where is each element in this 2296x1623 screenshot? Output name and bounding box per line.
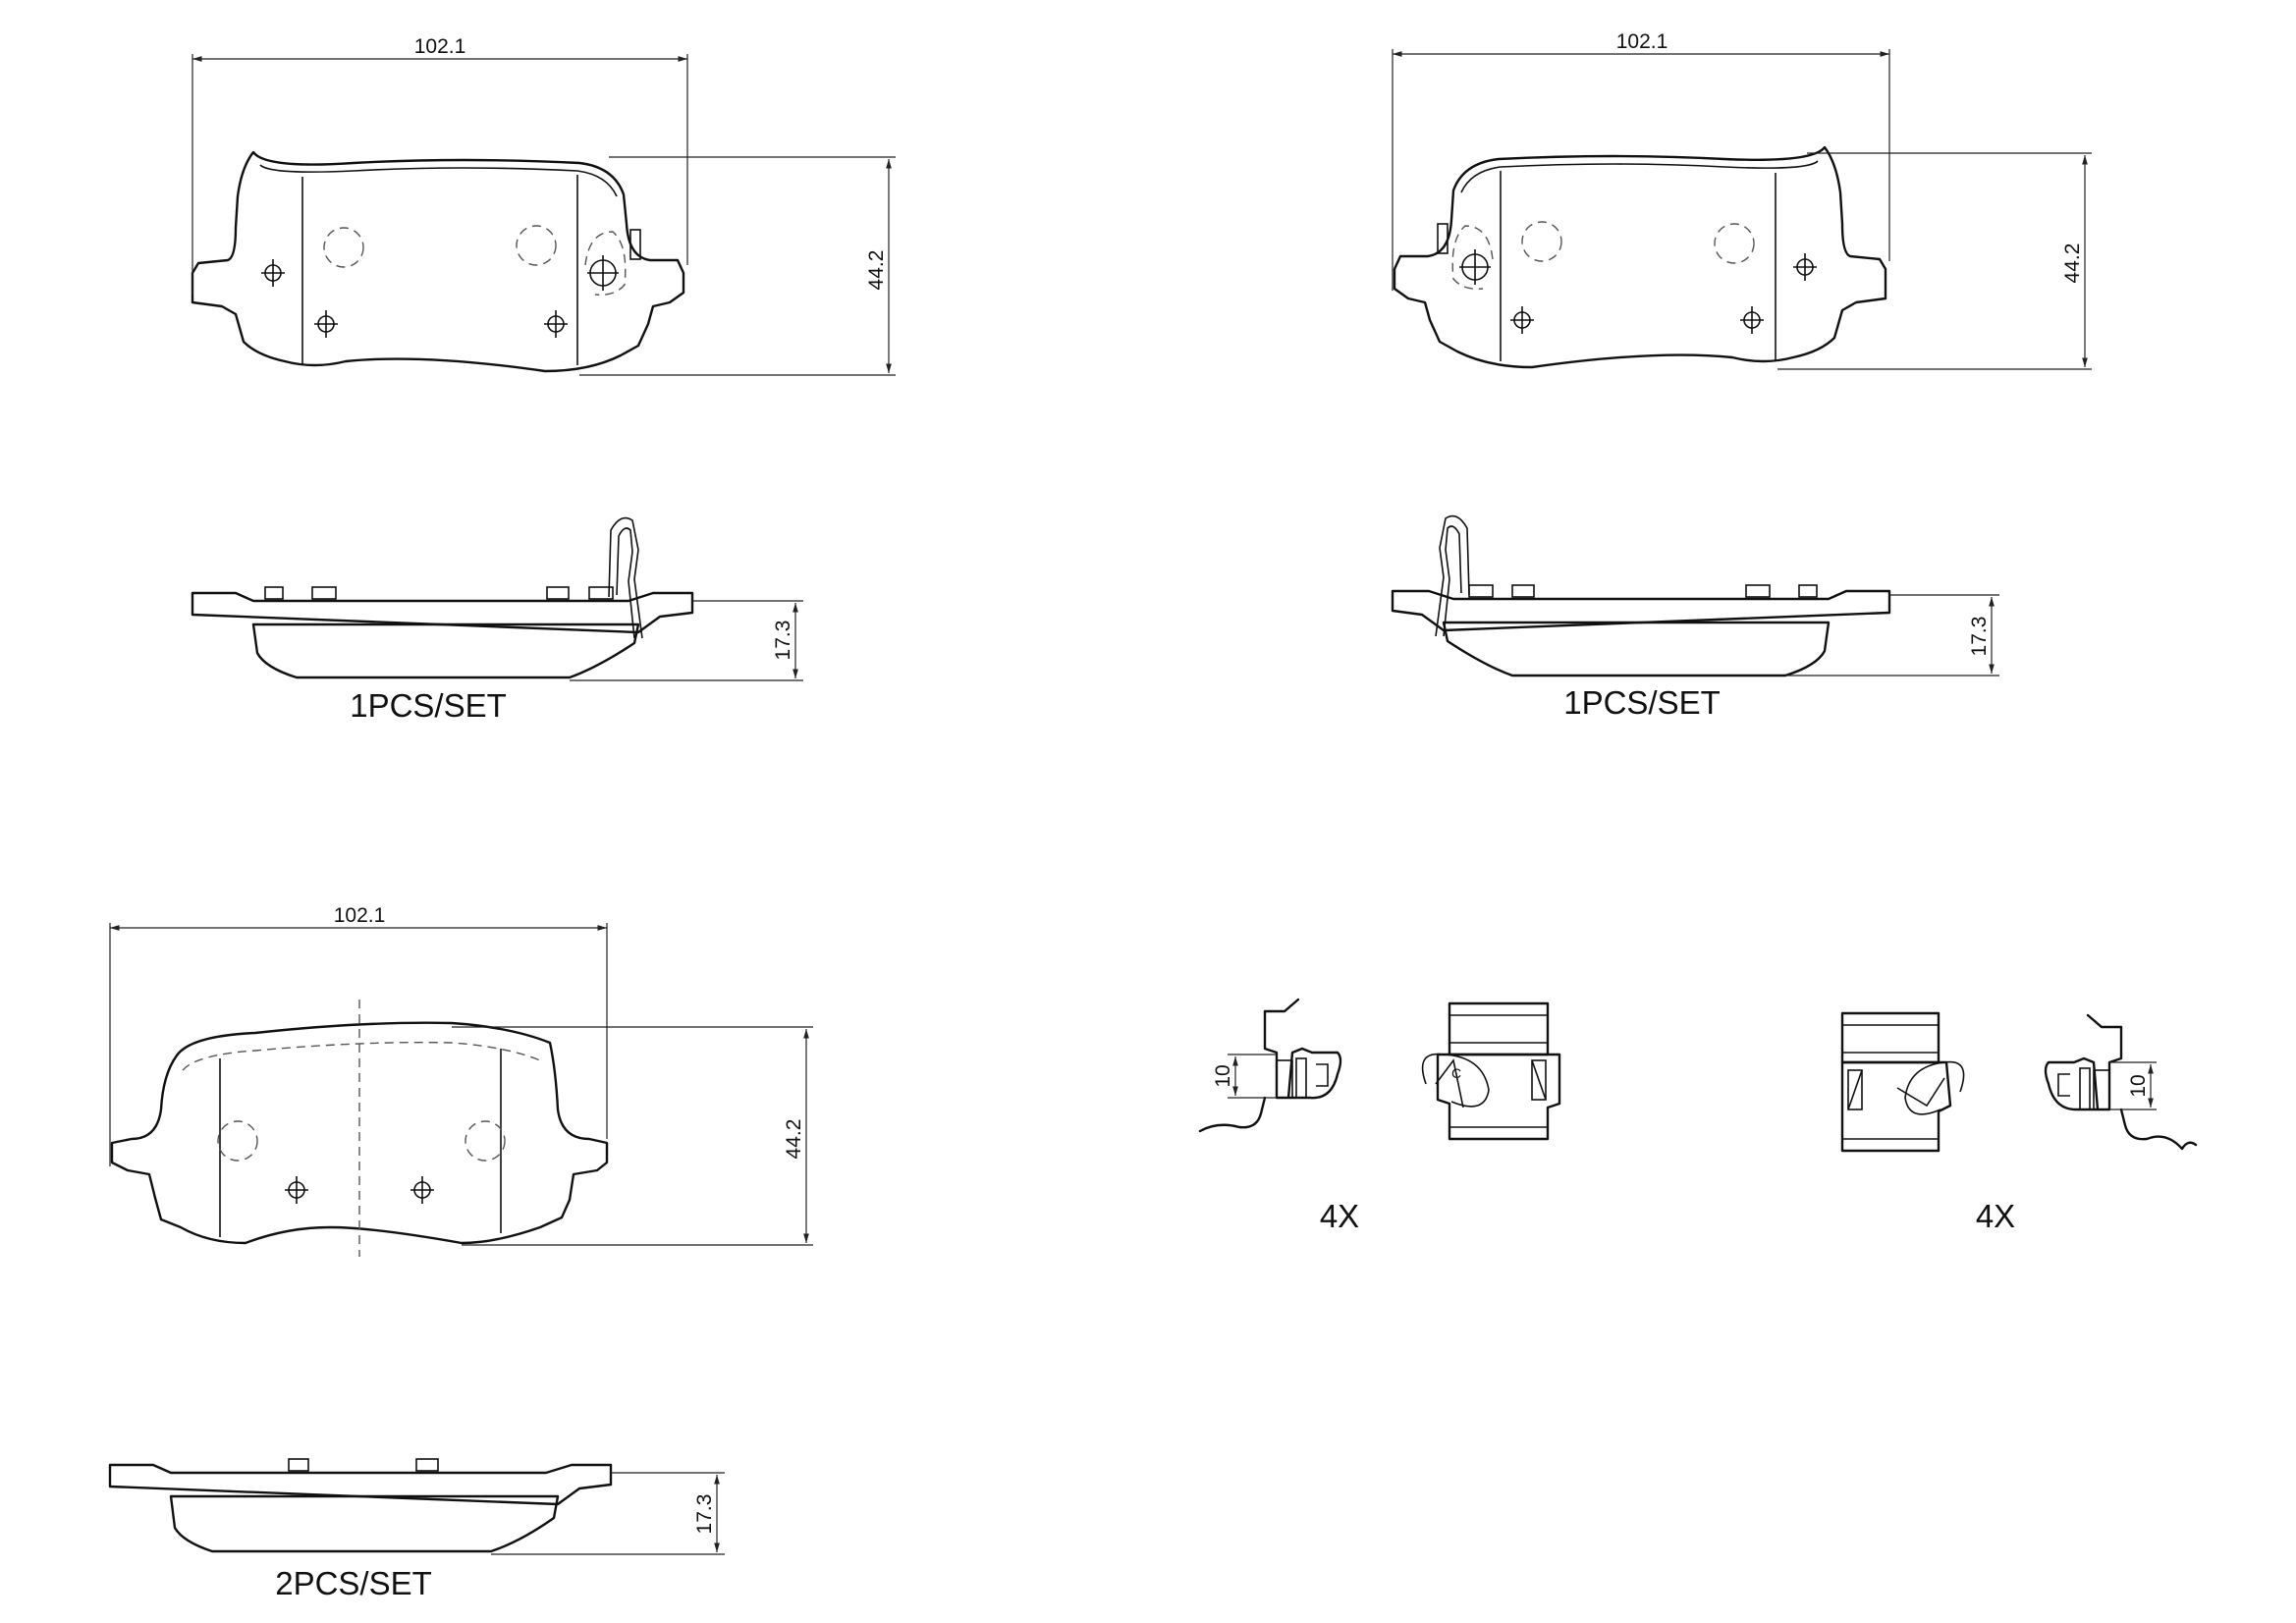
inner-pad-right-front-view: 102.1 44.2 xyxy=(1392,30,2092,370)
dim-height-label: 44.2 xyxy=(783,1119,805,1160)
set-quantity-label: 1PCS/SET xyxy=(350,687,507,724)
dim-width-label: 102.1 xyxy=(414,35,466,58)
dim-thickness-label: 17.3 xyxy=(693,1494,716,1535)
dim-height-label: 44.2 xyxy=(2061,243,2084,284)
clip-height-label: 10 xyxy=(2127,1074,2150,1097)
inner-pad-right-side-view: 17.3 1PCS/SET xyxy=(1391,514,1999,721)
clip-set-left: 10 C 4X xyxy=(1198,998,1561,1234)
dim-thickness-label: 17.3 xyxy=(772,621,794,661)
clip-marker-label: C xyxy=(1451,1065,1461,1081)
clip-set-right: 10 4X xyxy=(1840,1011,2198,1234)
inner-pad-left-front-view: 102.1 44.2 xyxy=(191,35,896,376)
clip-height-label: 10 xyxy=(1212,1064,1234,1087)
dim-height-label: 44.2 xyxy=(865,250,888,291)
inner-pad-left-side-view: 17.3 1PCS/SET xyxy=(191,516,803,724)
clip-quantity-label: 4X xyxy=(1320,1198,1359,1234)
clip-quantity-label: 4X xyxy=(1976,1198,2015,1234)
set-quantity-label: 1PCS/SET xyxy=(1563,684,1721,721)
dim-thickness-label: 17.3 xyxy=(1968,617,1991,657)
outer-pad-front-view: 102.1 44.2 xyxy=(109,904,813,1257)
dim-width-label: 102.1 xyxy=(1616,30,1668,53)
outer-pad-side-view: 17.3 2PCS/SET xyxy=(108,1458,725,1601)
dim-width-label: 102.1 xyxy=(334,904,386,927)
set-quantity-label: 2PCS/SET xyxy=(275,1565,432,1601)
